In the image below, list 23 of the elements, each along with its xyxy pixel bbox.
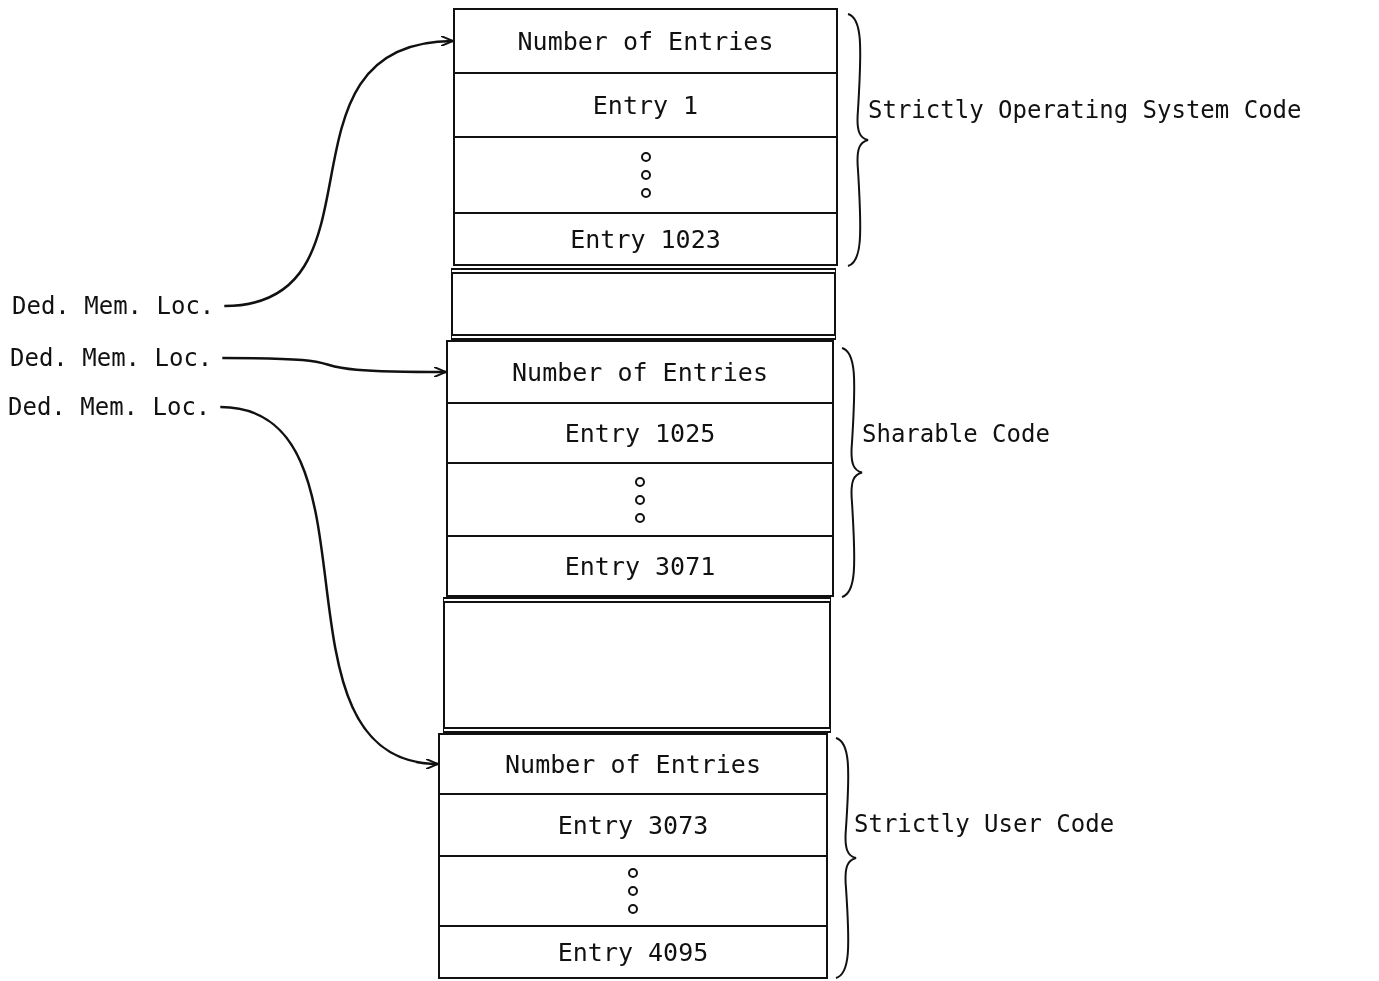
- memory-cell: [438, 855, 828, 927]
- arrow: [220, 405, 439, 768]
- arrow: [222, 356, 447, 378]
- brace-label: Strictly User Code: [854, 810, 1115, 838]
- brace-label: Sharable Code: [862, 420, 1050, 448]
- memory-cell: Entry 3071: [446, 535, 834, 597]
- arrow: [224, 36, 454, 308]
- pointer-label: Ded. Mem. Loc.: [8, 393, 211, 421]
- memory-cell: Entry 4095: [438, 925, 828, 979]
- pointer-label: Ded. Mem. Loc.: [10, 344, 213, 372]
- memory-cell: [446, 462, 834, 537]
- empty-cell: [451, 268, 836, 340]
- empty-cell: [443, 597, 831, 733]
- memory-cell: Number of Entries: [438, 733, 828, 795]
- brace-label: Strictly Operating System Code: [868, 96, 1302, 124]
- memory-cell: [453, 136, 838, 214]
- pointer-label: Ded. Mem. Loc.: [12, 292, 215, 320]
- memory-cell: Entry 1023: [453, 212, 838, 266]
- memory-cell: Entry 1025: [446, 402, 834, 464]
- memory-cell: Number of Entries: [453, 8, 838, 74]
- memory-cell: Entry 3073: [438, 793, 828, 857]
- memory-cell: Entry 1: [453, 72, 838, 138]
- memory-cell: Number of Entries: [446, 340, 834, 404]
